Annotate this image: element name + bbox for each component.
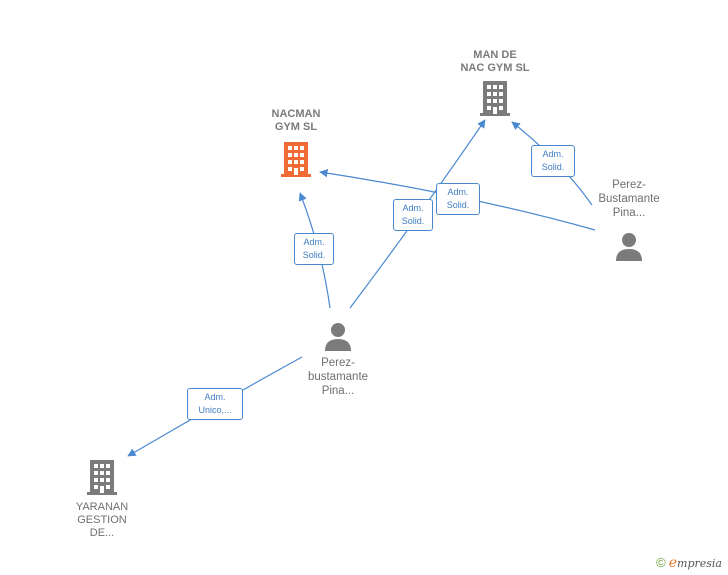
company-name: MAN DE NAC GYM SL xyxy=(460,49,530,74)
person-name: Perez- Bustamante Pina... xyxy=(598,179,660,219)
edge-label-adm-solid[interactable]: Adm. Solid. xyxy=(531,145,575,177)
person-name: Perez- bustamante Pina... xyxy=(307,357,369,397)
brand-logo[interactable]: empresia xyxy=(668,555,722,571)
company-man-de-nac-gym[interactable]: MAN DE NAC GYM SL xyxy=(445,49,545,119)
edge-label-adm-solid[interactable]: Adm. Solid. xyxy=(393,199,433,231)
empresia-footer: ©empresia xyxy=(656,555,722,571)
person-icon xyxy=(325,323,351,351)
building-icon xyxy=(87,460,117,495)
building-icon xyxy=(281,142,311,177)
company-nacman-gym[interactable]: NACMAN GYM SL xyxy=(252,108,340,180)
company-name: YARANAN GESTION DE... xyxy=(75,501,129,539)
person-perez-bustamante-center[interactable]: Perez- bustamante Pina... xyxy=(288,320,388,398)
person-perez-bustamante-right[interactable]: Perez- Bustamante Pina... xyxy=(584,178,674,262)
company-name: NACMAN GYM SL xyxy=(271,108,321,133)
edge-label-adm-solid[interactable]: Adm. Solid. xyxy=(294,233,334,265)
edge-label-adm-unico[interactable]: Adm. Unico,... xyxy=(187,388,243,420)
copyright-icon: © xyxy=(656,555,666,570)
company-yaranan-gestion[interactable]: YARANAN GESTION DE... xyxy=(60,458,144,540)
edge-label-adm-solid[interactable]: Adm. Solid. xyxy=(436,183,480,215)
person-icon xyxy=(616,233,642,261)
building-icon xyxy=(480,81,510,116)
